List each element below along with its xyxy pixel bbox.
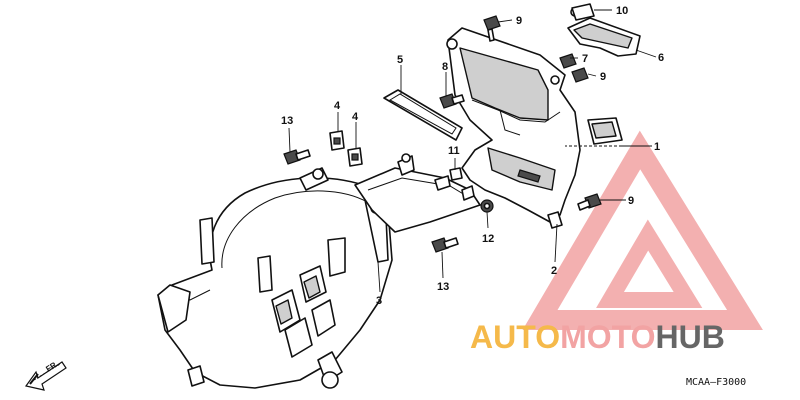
seal-strip: [383, 89, 463, 141]
callout-8: 8: [442, 61, 448, 73]
callout-12: 12: [482, 233, 494, 245]
callout-7: 7: [582, 53, 588, 65]
watermark-auto: AUTO: [470, 319, 560, 355]
bolt-7: [559, 53, 577, 69]
callout-4-left: 4: [334, 100, 341, 112]
callout-10: 10: [616, 5, 628, 17]
callout-4-right: 4: [352, 111, 359, 123]
bolt-9-mid: [571, 67, 589, 83]
callout-13-lower: 13: [437, 281, 449, 293]
bolt-9-lower: [577, 193, 602, 211]
clip-left: [329, 130, 345, 151]
callout-labels: 1 2 3 4 4 5 6 7 8 9 9 9 10 11 12 13 13: [281, 5, 664, 307]
watermark-moto: MOTO: [560, 319, 655, 355]
callout-9-top: 9: [516, 15, 522, 27]
diagram-code: MCAA–F3000: [686, 377, 746, 388]
clip-11: [449, 167, 463, 181]
bolt-13-upper: [283, 149, 311, 165]
bolt-8: [439, 93, 465, 109]
clip-right: [347, 147, 363, 167]
reflector-plate: [587, 117, 623, 145]
bolt-13-lower: [431, 237, 459, 253]
leader-lines: [288, 9, 657, 293]
callout-2: 2: [551, 265, 557, 277]
inner-fender-upper: [354, 153, 481, 233]
arrow-icon: [24, 361, 67, 391]
bracket-part-6: [567, 3, 641, 57]
watermark-hub: HUB: [655, 319, 724, 355]
bolt-9-top: [483, 15, 501, 42]
callout-6: 6: [658, 52, 664, 64]
callout-13-upper: 13: [281, 115, 293, 127]
svg-text:AUTOMOTOHUB: AUTOMOTOHUB: [470, 319, 725, 355]
rear-fender: [157, 167, 393, 389]
watermark-outer-triangle: [522, 130, 763, 330]
watermark-logo: [522, 130, 763, 330]
callout-11: 11: [448, 145, 460, 157]
callout-1: 1: [654, 141, 660, 153]
watermark-inner-triangle: [596, 219, 703, 308]
watermark-text: AUTOMOTOHUB: [470, 319, 725, 355]
callout-3: 3: [376, 295, 382, 307]
callout-9-lower: 9: [628, 195, 634, 207]
callout-5: 5: [397, 54, 403, 66]
nut-12: [480, 199, 494, 213]
rear-panel: [446, 27, 581, 229]
front-direction-arrow: FR.: [24, 359, 67, 391]
callout-9-mid: 9: [600, 71, 606, 83]
